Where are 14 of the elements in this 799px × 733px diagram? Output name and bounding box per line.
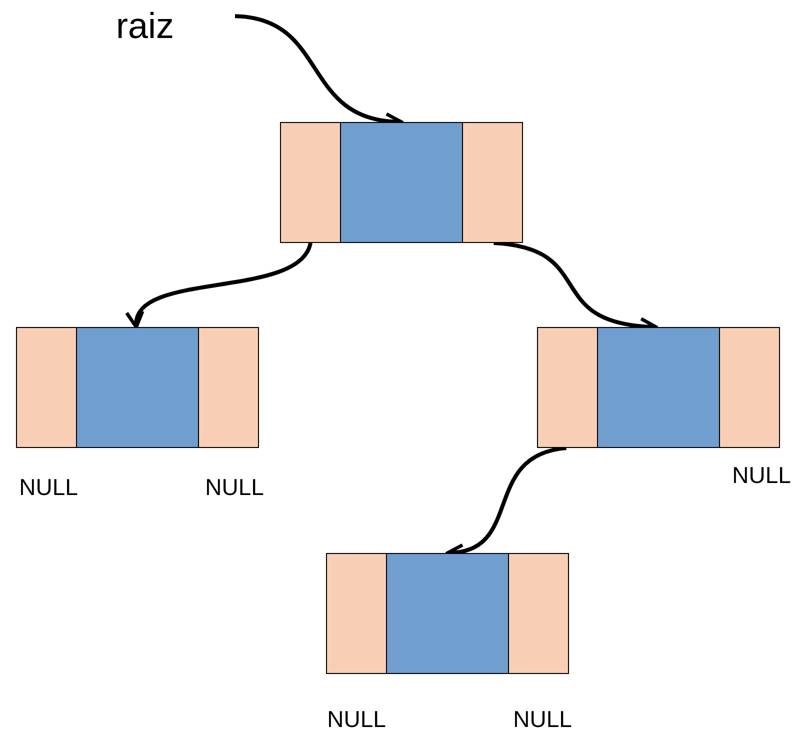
null-label: NULL bbox=[19, 474, 78, 500]
root-label: raiz bbox=[110, 6, 235, 52]
data-cell bbox=[386, 553, 509, 674]
data-cell bbox=[340, 122, 463, 243]
null-label: NULL bbox=[327, 706, 386, 732]
null-label: NULL bbox=[205, 474, 264, 500]
pointer-cell bbox=[537, 327, 598, 448]
null-label: NULL bbox=[513, 706, 572, 732]
null-label: NULL bbox=[732, 462, 791, 488]
data-cell bbox=[76, 327, 199, 448]
record-box bbox=[280, 122, 522, 243]
data-cell bbox=[597, 327, 720, 448]
pointer-cell bbox=[462, 122, 523, 243]
pointer-cell bbox=[280, 122, 341, 243]
